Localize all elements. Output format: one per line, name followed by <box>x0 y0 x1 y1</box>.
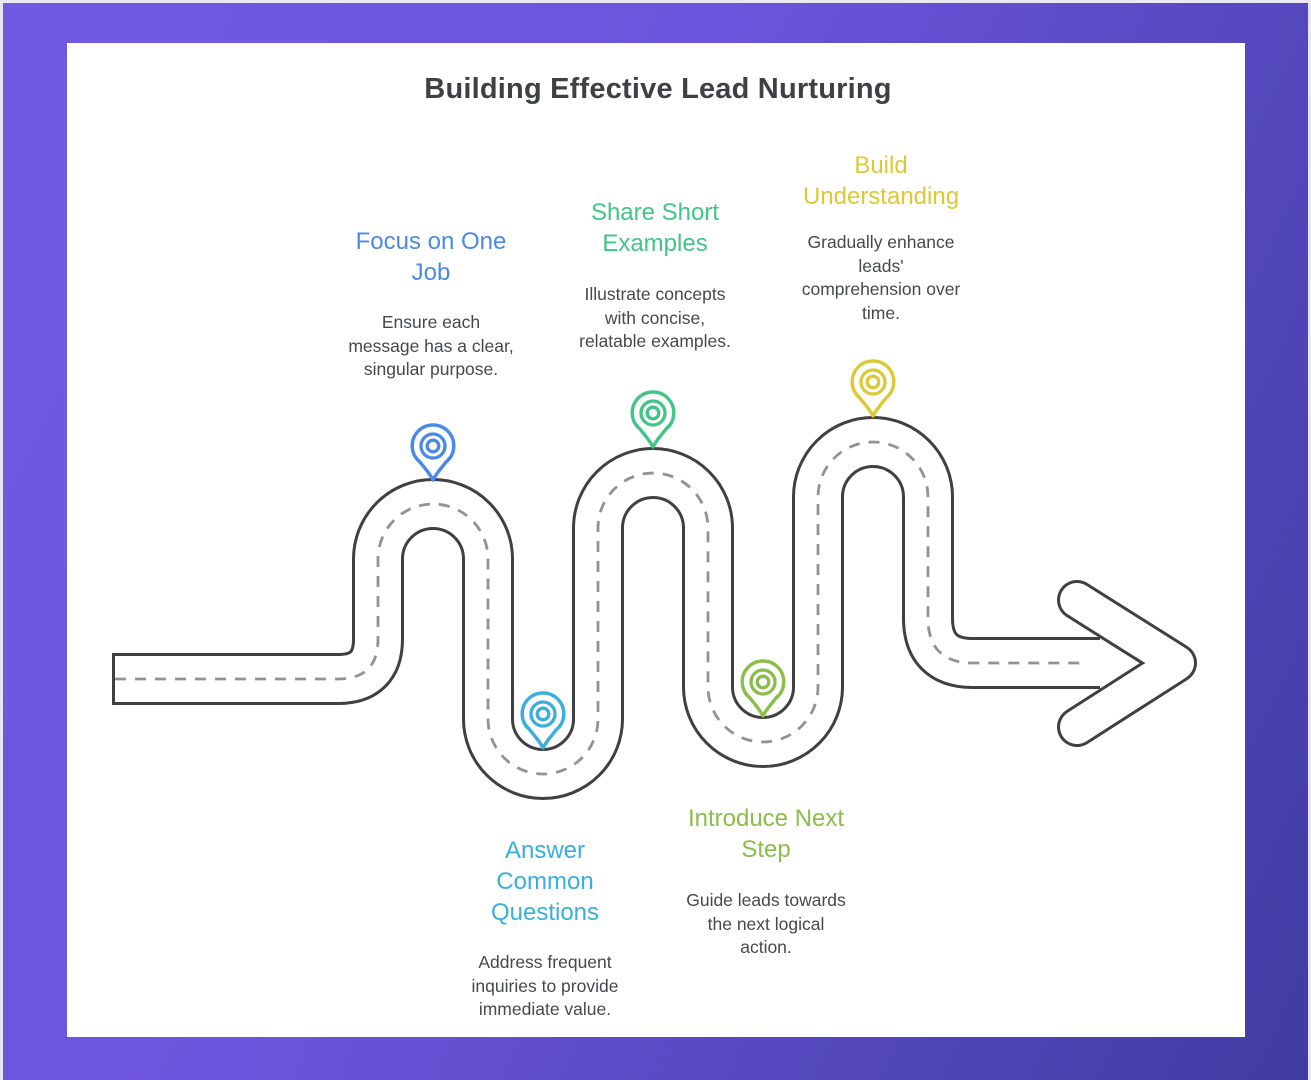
winding-road-graphic <box>112 359 1197 800</box>
step-title: Introduce Next Step <box>687 805 845 863</box>
step-description: Ensure each message has a clear, singula… <box>348 312 514 379</box>
arrow-icon-surface <box>1060 583 1194 744</box>
step-title: Answer Common Questions <box>490 837 600 926</box>
step-description: Illustrate concepts with concise, relata… <box>579 284 731 351</box>
step-title: Focus on One Job <box>355 228 507 286</box>
step-description: Gradually enhance leads' comprehension o… <box>801 232 961 323</box>
step-description: Guide leads towards the next logical act… <box>686 890 846 957</box>
road-centerline <box>115 440 1088 776</box>
page-title: Building Effective Lead Nurturing <box>424 73 892 105</box>
map-pin-icon <box>850 359 896 418</box>
map-pin-icon <box>410 423 456 482</box>
map-pin-icon <box>520 691 566 750</box>
step-title: Share Short Examples <box>590 199 720 257</box>
map-pin-icon <box>740 659 786 718</box>
infographic-card: Building Effective Lead Nurturing <box>67 43 1245 1037</box>
step-description: Address frequent inquiries to provide im… <box>471 952 619 1019</box>
map-pin-icon <box>630 390 676 449</box>
step-title: Build Understanding <box>802 152 960 210</box>
